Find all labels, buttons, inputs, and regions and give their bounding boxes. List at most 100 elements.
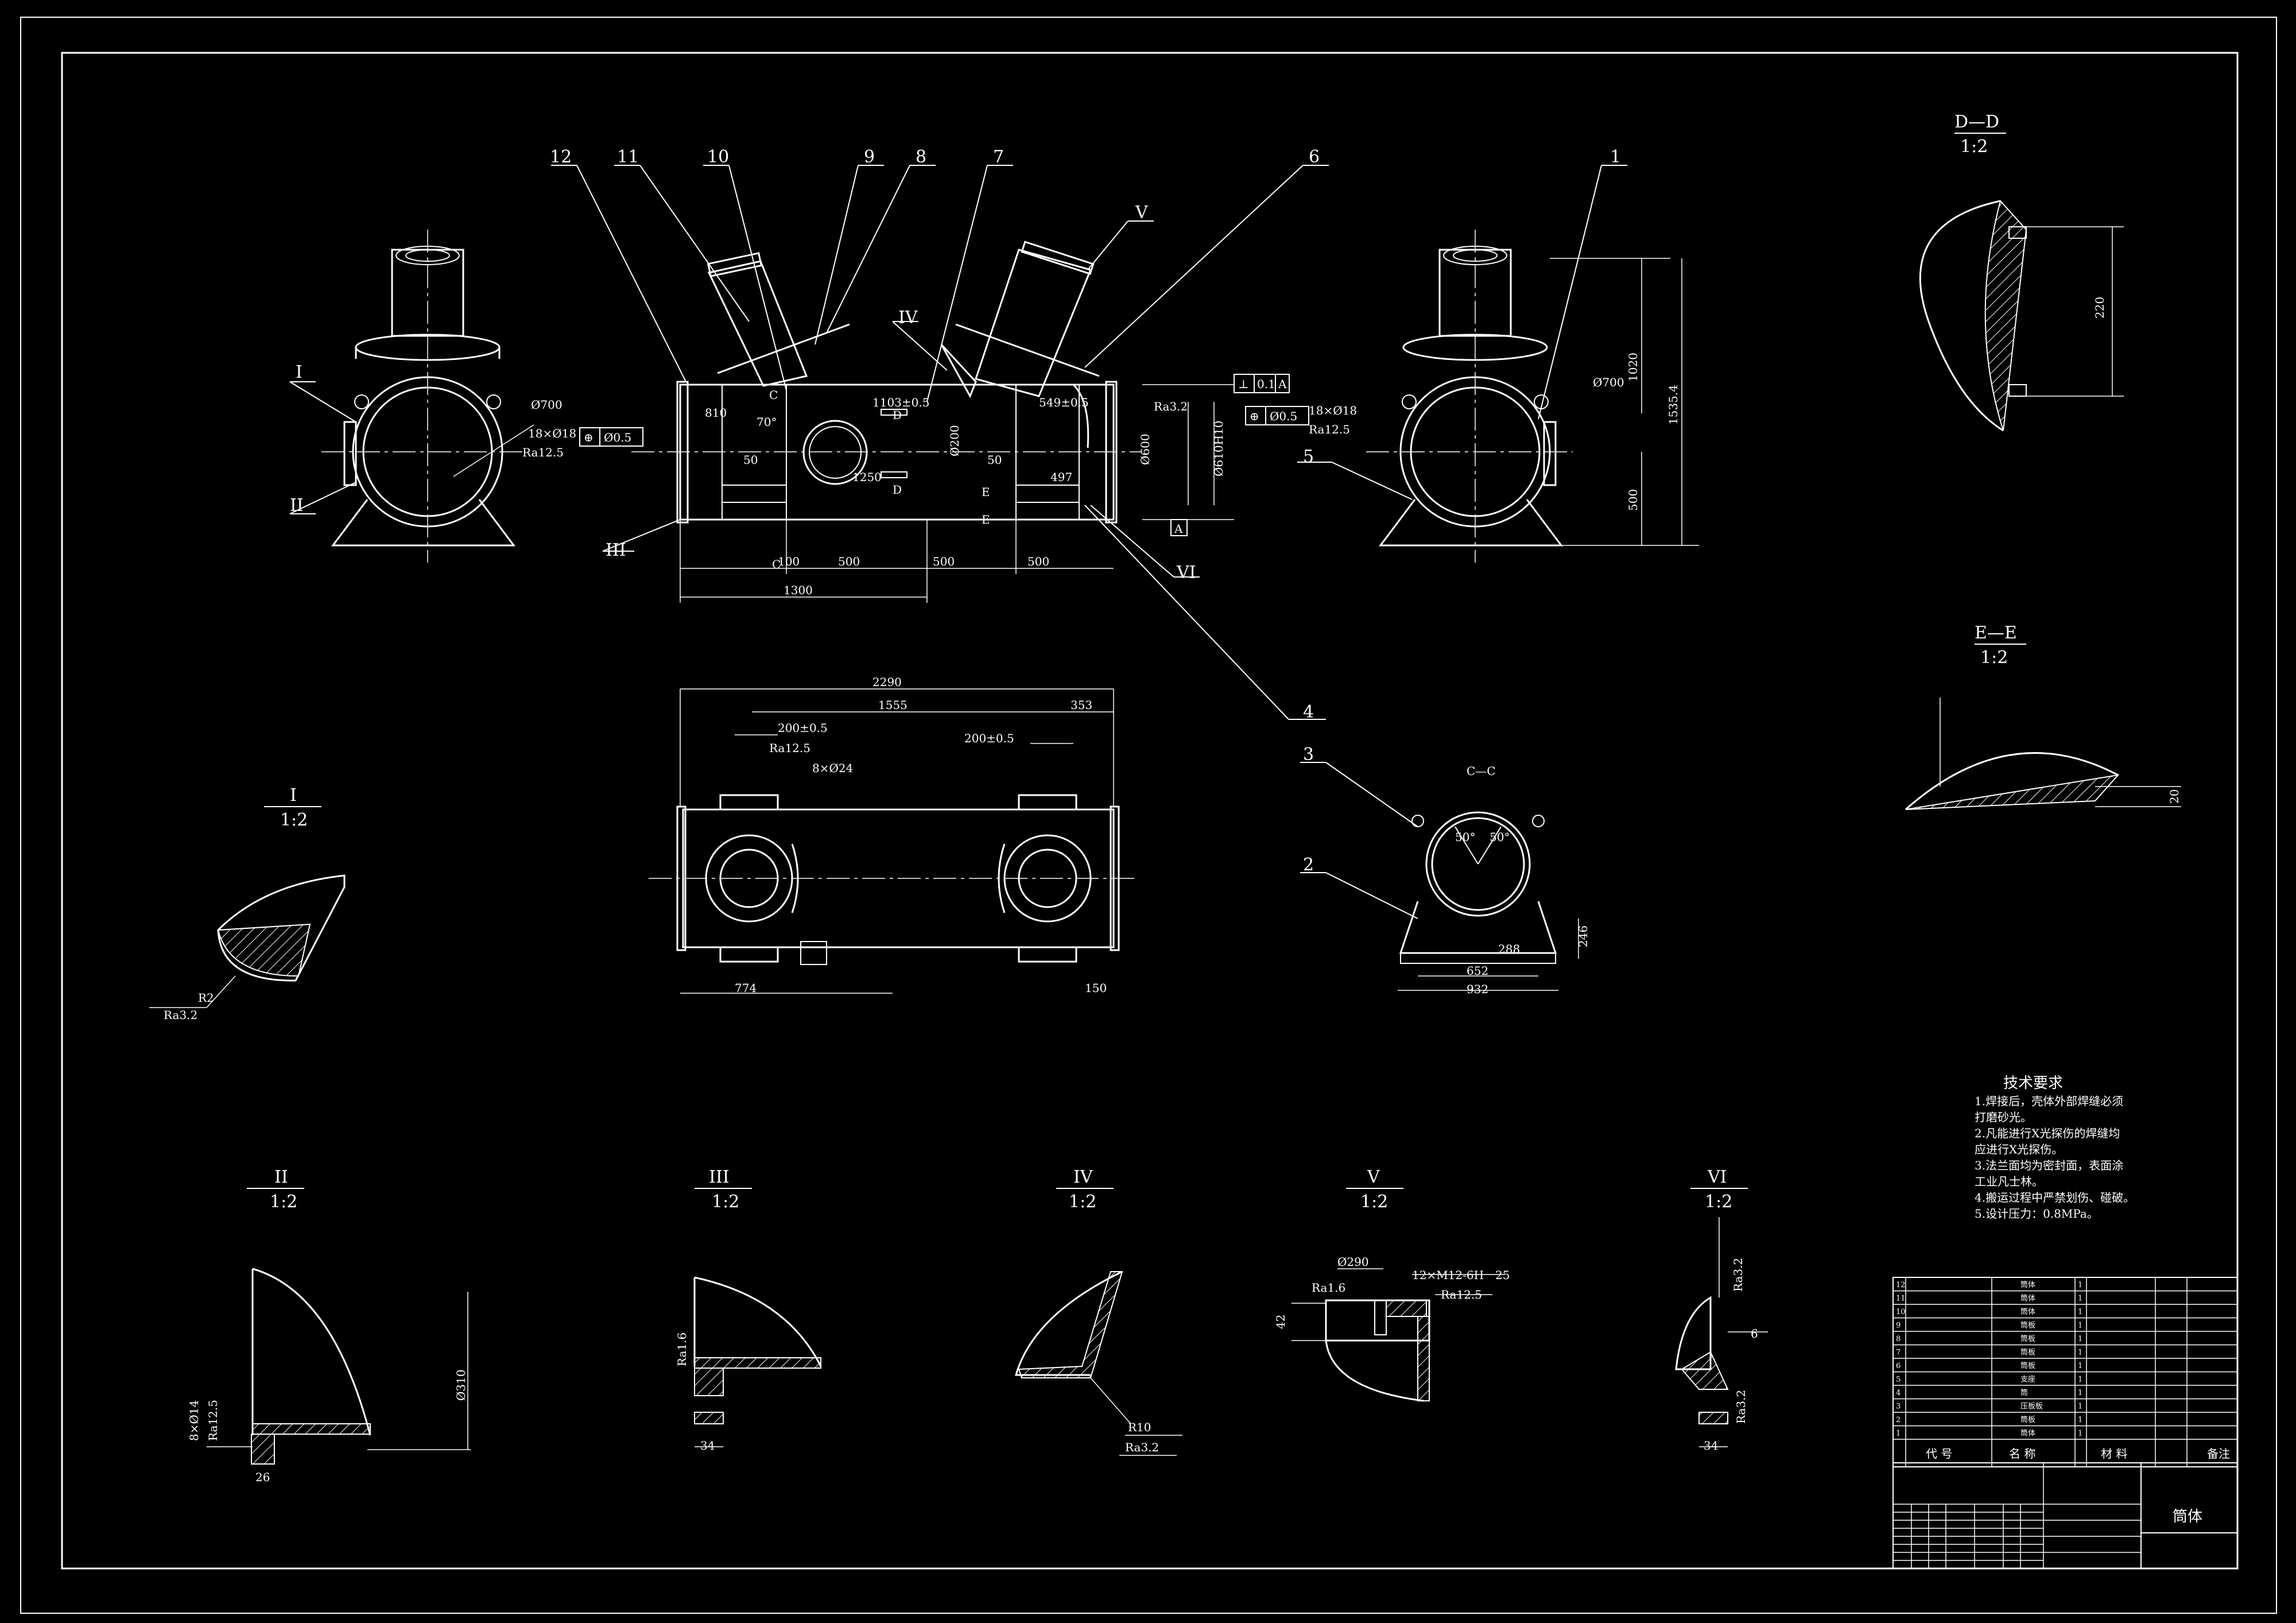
svg-text:0.1: 0.1 (1257, 377, 1275, 391)
section-c-bottom: C (772, 557, 781, 571)
detail-i: I 1:2 R2 Ra3.2 (149, 785, 346, 1022)
section-ee-scale: 1:2 (1980, 648, 2008, 668)
section-ee-title: E—E (1975, 623, 2017, 643)
tech-req-line-6: 工业凡士林。 (1975, 1175, 2043, 1188)
left-roughness: Ra12.5 (522, 446, 564, 459)
detail-ii-d310: Ø310 (454, 1369, 468, 1401)
detail-ii: II 1:2 8×Ø14 Ra12.5 Ø310 26 (187, 1167, 471, 1484)
detail-v: V 1:2 Ø290 12×M12-6H 25 Ra1.6 Ra12.5 42 (1274, 1167, 1510, 1402)
bom-row-qty: 1 (2078, 1308, 2082, 1316)
detail-iii-roughness: Ra1.6 (675, 1333, 689, 1366)
top-dim-353: 353 (1071, 698, 1092, 712)
tech-req-line-8: 5.设计压力：0.8MPa。 (1975, 1207, 2099, 1221)
tech-req-line-7: 4.搬运过程中严禁划伤、碰破。 (1975, 1191, 2135, 1204)
bom-row-name: 筒板 (2020, 1415, 2035, 1424)
svg-text:⊥: ⊥ (1238, 377, 1249, 391)
roughness-front: Ra3.2 (1154, 400, 1188, 413)
top-view: 2290 1555 353 200±0.5 200±0.5 Ra12.5 8×Ø… (649, 675, 1137, 995)
top-dim-2290: 2290 (872, 675, 902, 689)
part-number-3: 3 (1303, 745, 1314, 765)
cc-dim-932: 932 (1467, 982, 1488, 996)
part-number-9: 9 (864, 147, 875, 167)
bom-row-number: 5 (1896, 1376, 1901, 1384)
front-view: 1103±0.5 549±0.5 810 50 70° 50 1250 497 … (631, 241, 1290, 603)
cc-dim-288: 288 (1498, 942, 1520, 956)
left-side-view: Ø700 18×Ø18 Ra12.5 ⊕ Ø0.5 (321, 230, 643, 563)
detail-mark-i: I (296, 362, 302, 382)
dim-d600: Ø600 (1138, 433, 1152, 465)
part-number-12: 12 (550, 147, 572, 167)
detail-iv-title: IV (1073, 1167, 1093, 1187)
right-position-value: Ø0.5 (1270, 409, 1297, 423)
dim-500-b: 500 (933, 555, 955, 568)
right-dim-d700: Ø700 (1593, 375, 1624, 389)
tech-req-line-3: 2.凡能进行X光探伤的焊缝均 (1975, 1126, 2120, 1140)
detail-mark-vi: VI (1176, 563, 1196, 583)
right-side-view: Ø700 18×Ø18 Ra12.5 1020 1535.4 500 ⊕ Ø0.… (1245, 230, 1699, 563)
part-number-10: 10 (707, 147, 729, 167)
right-dim-1535: 1535.4 (1666, 385, 1680, 425)
part-number-4: 4 (1303, 702, 1314, 722)
part-callouts: 12 11 10 9 8 7 6 1 5 4 3 2 I II III IV V… (289, 147, 1627, 919)
section-c-top: C (769, 388, 778, 402)
left-position-value: Ø0.5 (604, 431, 631, 444)
detail-v-roughness-a: Ra1.6 (1312, 1281, 1345, 1295)
detail-vi: VI 1:2 Ra3.2 6 Ra3.2 34 (1675, 1167, 1768, 1452)
detail-v-roughness-b: Ra12.5 (1441, 1288, 1482, 1302)
part-number-5: 5 (1303, 447, 1314, 467)
detail-i-title: I (290, 785, 297, 805)
bom-row-name: 支座 (2020, 1376, 2035, 1384)
detail-iii: III 1:2 Ra1.6 34 (675, 1167, 822, 1452)
bom-row-number: 2 (1896, 1416, 1901, 1424)
bom-row-number: 7 (1896, 1349, 1901, 1357)
top-dim-200-left: 200±0.5 (778, 721, 828, 735)
detail-v-title: V (1367, 1167, 1380, 1187)
bom-header-cell: 备注 (2207, 1447, 2230, 1461)
ee-dim-20: 20 (2167, 789, 2181, 804)
bom-row-name: 筒体 (2020, 1307, 2035, 1316)
title-block: 筒体 (1892, 1462, 2238, 1569)
dim-100: 100 (778, 555, 800, 568)
bom-row-qty: 1 (2078, 1322, 2082, 1330)
tech-req-line-2: 打磨砂光。 (1975, 1110, 2032, 1124)
bom-row-number: 9 (1896, 1322, 1901, 1330)
bom-row-number: 4 (1896, 1389, 1901, 1397)
detail-vi-scale: 1:2 (1705, 1192, 1732, 1212)
bom-row-number: 12 (1896, 1281, 1906, 1289)
bom-header-cell: 材 料 (2101, 1447, 2127, 1461)
left-position-symbol: ⊕ (584, 431, 594, 444)
top-roughness: Ra12.5 (769, 741, 810, 755)
section-d-top: D (893, 408, 902, 422)
bom-row-qty: 1 (2078, 1295, 2082, 1303)
detail-iv-radius: R10 (1128, 1420, 1151, 1434)
cc-dim-246: 246 (1576, 925, 1590, 947)
bom-row-name: 压板板 (2020, 1403, 2043, 1411)
section-dd-title: D—D (1954, 112, 1999, 132)
right-roughness: Ra12.5 (1309, 423, 1350, 436)
section-d-bottom: D (893, 483, 902, 497)
bom-row-name: 筒板 (2020, 1348, 2035, 1357)
detail-vi-dim-34: 34 (1704, 1439, 1718, 1452)
bom-row-qty: 1 (2078, 1335, 2082, 1343)
dim-1103: 1103±0.5 (872, 396, 929, 409)
bom-row-qty: 1 (2078, 1376, 2082, 1384)
detail-ii-holes: 8×Ø14 (187, 1400, 201, 1441)
dim-50-right: 50 (987, 453, 1002, 467)
detail-iii-dim-34: 34 (700, 1439, 715, 1452)
part-number-2: 2 (1303, 855, 1314, 875)
dim-549: 549±0.5 (1039, 396, 1089, 409)
bom-row-number: 6 (1896, 1362, 1901, 1370)
datum-a: A (1174, 522, 1183, 536)
tech-req-line-5: 3.法兰面均为密封面，表面涂 (1975, 1159, 2123, 1172)
dim-500-a: 500 (838, 555, 860, 568)
dim-d610h10: Ø610H10 (1212, 421, 1225, 477)
detail-ii-dim-26: 26 (255, 1470, 270, 1484)
detail-iii-title: III (709, 1167, 730, 1187)
dim-angle-70: 70° (757, 415, 777, 429)
left-dim-holes: 18×Ø18 (528, 427, 576, 440)
detail-iv-roughness: Ra3.2 (1125, 1440, 1159, 1454)
bom-row-qty: 1 (2078, 1349, 2082, 1357)
bom-row-number: 11 (1896, 1295, 1906, 1303)
